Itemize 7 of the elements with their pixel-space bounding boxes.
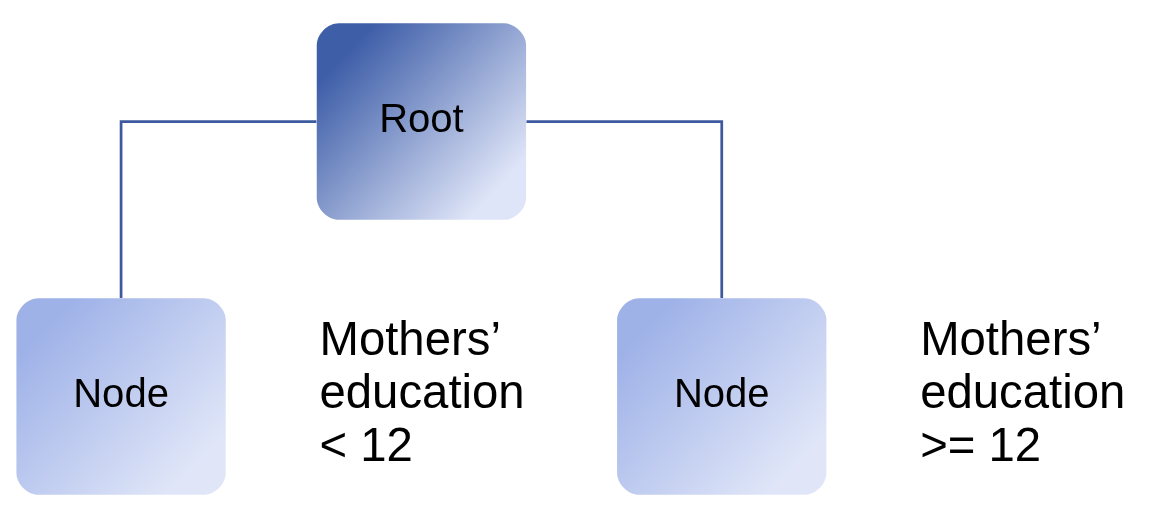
- node-box: Node: [16, 298, 226, 495]
- connector: [526, 120, 724, 298]
- node-box: Root: [316, 23, 527, 220]
- node-label: Mothers’ education < 12: [319, 312, 525, 471]
- connector: [119, 120, 317, 298]
- node-label: Mothers’ education >= 12: [920, 312, 1126, 471]
- node-box: Node: [617, 298, 827, 495]
